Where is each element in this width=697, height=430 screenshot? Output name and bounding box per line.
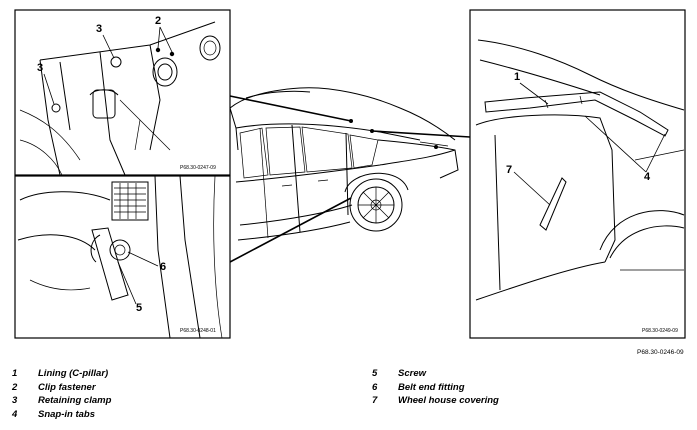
callout-6: 6 — [160, 261, 166, 273]
car-illustration — [229, 87, 459, 241]
callout-4: 4 — [644, 171, 651, 183]
inset-connectors — [229, 95, 471, 263]
inset-top-left: 3 3 2 P68.30-0247-09 — [14, 9, 231, 176]
callout-3-top: 3 — [96, 23, 102, 35]
callout-3-left: 3 — [37, 62, 43, 74]
callout-5: 5 — [136, 302, 142, 314]
callout-2: 2 — [155, 15, 161, 27]
callout-1: 1 — [514, 71, 520, 83]
callout-7: 7 — [506, 164, 512, 176]
inset-ref-top-left: P68.30-0247-09 — [180, 165, 216, 171]
inset-ref-right: P68.30-0249-09 — [642, 328, 678, 334]
inset-bottom-left: 6 5 P68.30-0248-01 — [14, 175, 231, 339]
inset-right: 1 4 7 P68.30-0249-09 — [469, 9, 686, 339]
figure-reference: P68.30-0246-09 — [637, 349, 684, 356]
inset-ref-bottom-left: P68.30-0248-01 — [180, 328, 216, 334]
